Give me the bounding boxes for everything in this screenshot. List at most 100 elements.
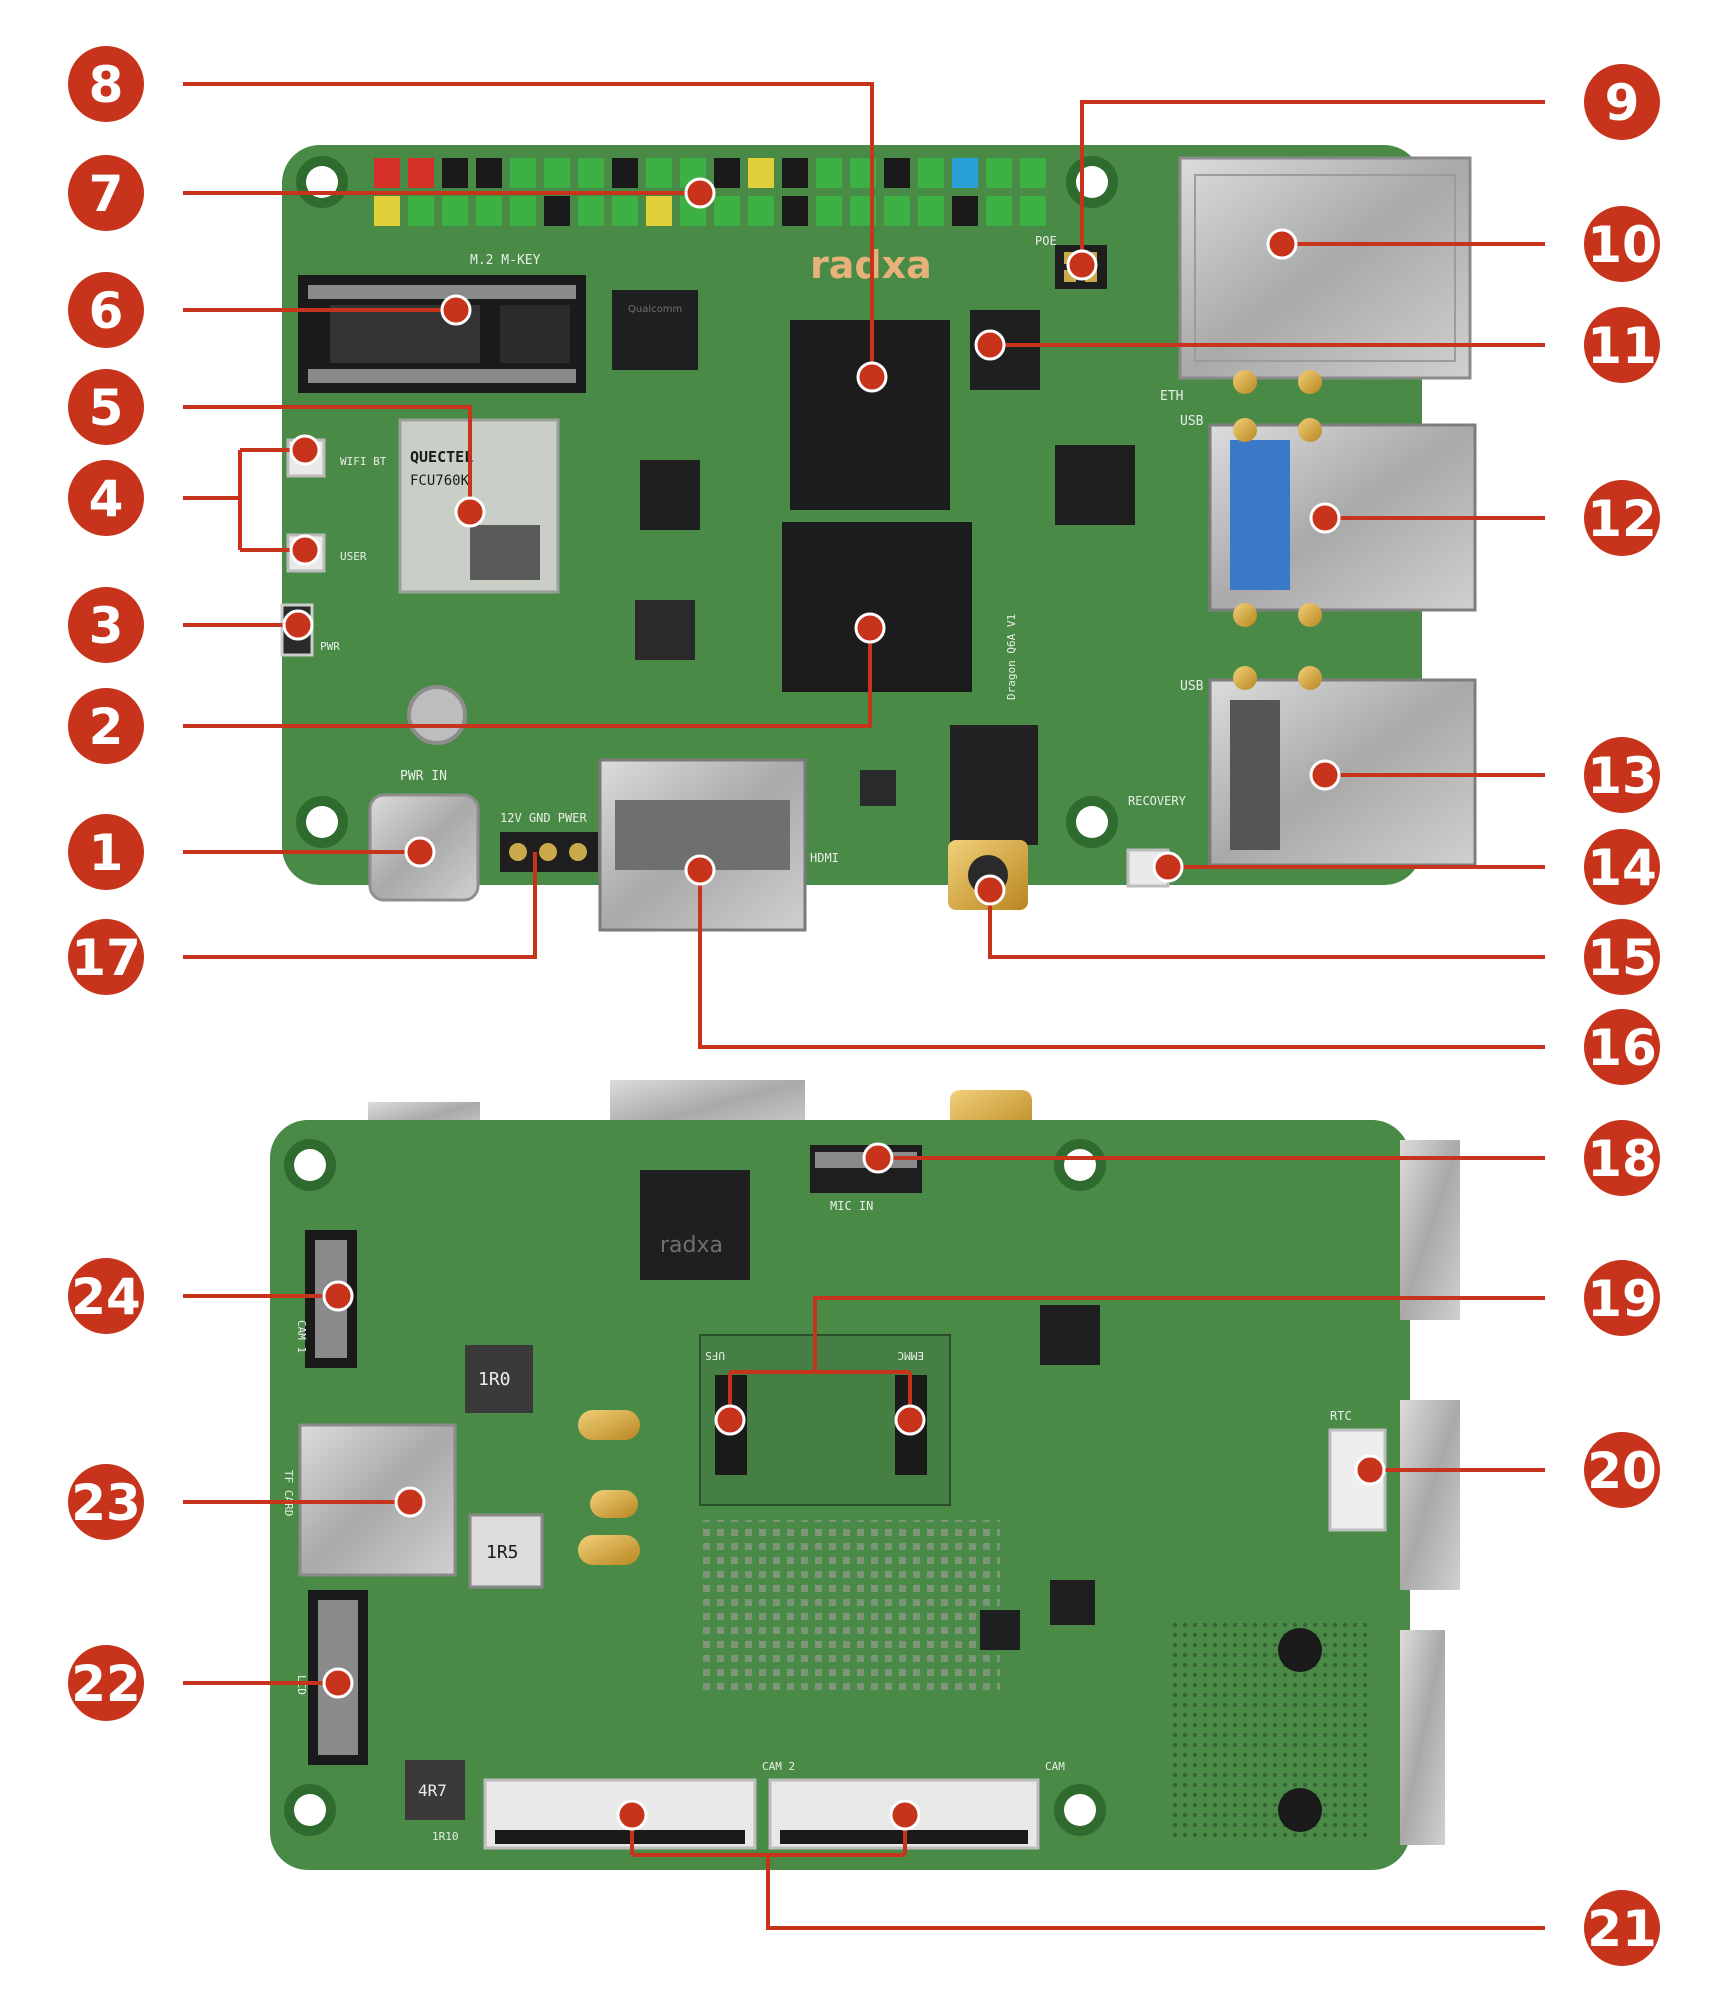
callout-9: 9 — [1584, 64, 1660, 140]
callout-14: 14 — [1584, 829, 1660, 905]
gpio-pin — [374, 158, 400, 188]
gpio-pin — [578, 158, 604, 188]
callout-number: 20 — [1587, 1442, 1657, 1500]
misc-chip — [860, 770, 896, 806]
leader-dot-19b — [894, 1404, 926, 1436]
callout-2: 2 — [68, 688, 144, 764]
m2-slot — [298, 275, 586, 393]
callout-number: 22 — [71, 1655, 141, 1713]
callout-17: 17 — [68, 919, 144, 995]
leader-dot-13 — [1309, 759, 1341, 791]
recovery-label: RECOVERY — [1128, 794, 1187, 808]
misc-chip — [635, 600, 695, 660]
leader-dots — [282, 177, 1386, 1831]
gpio-pin — [578, 196, 604, 226]
gpio-pin — [374, 196, 400, 226]
callout-number: 12 — [1587, 490, 1657, 548]
tf-card-label: TF CARD — [282, 1470, 295, 1516]
wifi-bt-label: WIFI BT — [340, 455, 387, 468]
misc-chip — [980, 1610, 1020, 1650]
leader-dot-23 — [394, 1486, 426, 1518]
callout-circle — [68, 460, 144, 536]
gpio-pin — [782, 158, 808, 188]
leader-4 — [183, 448, 305, 552]
callout-7: 7 — [68, 155, 144, 231]
top-mounting-holes — [296, 156, 1118, 848]
m2-label: M.2 M-KEY — [470, 253, 541, 268]
gpio-pin — [714, 158, 740, 188]
bottom-board: MIC IN radxa CAM 1 TF CARD LCD 1R0 — [270, 1080, 1460, 1870]
gpio-pin — [748, 196, 774, 226]
usb-label-upper: USB — [1180, 414, 1204, 429]
leader-8 — [183, 82, 874, 377]
leader-21 — [630, 1815, 1545, 1930]
leader-dot-11 — [974, 329, 1006, 361]
gpio-pin — [986, 196, 1012, 226]
misc-chip — [1050, 1580, 1095, 1625]
leader-5 — [183, 405, 472, 512]
board-name-label: Dragon Q6A V1 — [1005, 614, 1018, 700]
callout-circle — [68, 155, 144, 231]
callout-4: 4 — [68, 460, 144, 536]
gpio-pin — [918, 158, 944, 188]
leader-dot-6 — [440, 294, 472, 326]
usb-mounting-pads — [1233, 370, 1322, 690]
mic-label: MIC IN — [830, 1199, 873, 1213]
callout-number: 6 — [89, 282, 124, 340]
gpio-pin — [748, 158, 774, 188]
usb-back-upper — [1400, 1140, 1460, 1320]
inductor-4r7-label: 4R7 — [418, 1781, 447, 1800]
wifi-module-model: FCU760K — [410, 473, 470, 489]
leader-dot-2 — [854, 612, 886, 644]
pwr-button-label: PWR — [320, 640, 340, 653]
gpio-pin — [476, 196, 502, 226]
callout-number: 17 — [71, 929, 141, 987]
gpio-pin — [952, 158, 978, 188]
callout-circle — [1584, 480, 1660, 556]
leader-dot-1 — [404, 836, 436, 868]
gpio-pin — [510, 158, 536, 188]
callout-5: 5 — [68, 369, 144, 445]
leader-dot-5 — [454, 496, 486, 528]
gpio-pin — [442, 158, 468, 188]
poe-label: POE — [1035, 234, 1057, 248]
gpio-pin — [782, 196, 808, 226]
gpio-pin — [1020, 158, 1046, 188]
gpio-pin — [646, 196, 672, 226]
leader-dot-24 — [322, 1280, 354, 1312]
via-field — [1170, 1620, 1370, 1840]
callout-circle — [68, 1645, 144, 1721]
callout-number: 11 — [1587, 317, 1657, 375]
callout-number: 7 — [89, 165, 124, 223]
eth-label: ETH — [1160, 389, 1183, 404]
emmc-label: EMMC — [898, 1349, 925, 1362]
callout-circle — [68, 587, 144, 663]
misc-chip — [640, 460, 700, 530]
gpio-pin — [408, 158, 434, 188]
gpio-pin — [646, 158, 672, 188]
callout-circle — [1584, 737, 1660, 813]
leader-17 — [183, 852, 537, 959]
callout-circle — [1584, 1260, 1660, 1336]
screw-hole — [1278, 1788, 1322, 1832]
bottom-main-chip: radxa — [640, 1170, 750, 1280]
leader-dot-22 — [322, 1667, 354, 1699]
pwr-in-label: PWR IN — [400, 769, 447, 784]
callout-circle — [68, 272, 144, 348]
callout-circle — [68, 1464, 144, 1540]
callout-circle — [1584, 829, 1660, 905]
leader-dot-12 — [1309, 502, 1341, 534]
callout-15: 15 — [1584, 919, 1660, 995]
usb-label-lower: USB — [1180, 679, 1204, 694]
leader-dot-10 — [1266, 228, 1298, 260]
callout-21: 21 — [1584, 1890, 1660, 1966]
callout-number: 16 — [1587, 1019, 1657, 1077]
wifi-module-brand: QUECTEL — [410, 448, 473, 466]
callout-circle — [68, 1258, 144, 1334]
callout-circle — [68, 369, 144, 445]
leader-lines — [183, 82, 1545, 1930]
callout-number: 5 — [89, 379, 124, 437]
callout-10: 10 — [1584, 206, 1660, 282]
